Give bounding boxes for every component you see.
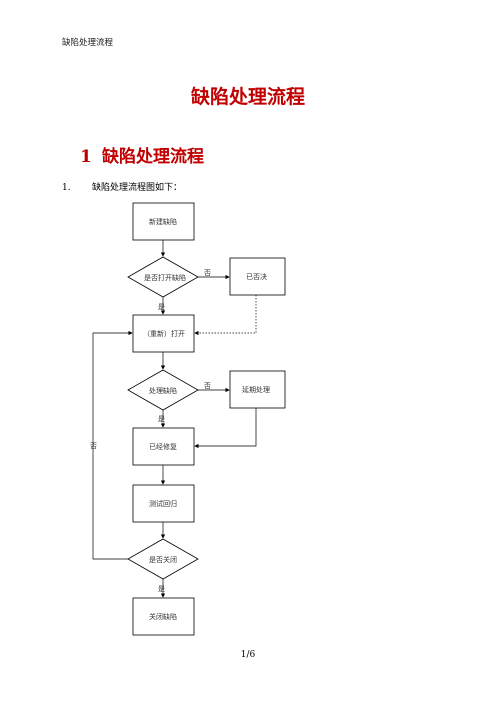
node-reopen	[132, 314, 195, 353]
node-fixed	[132, 427, 195, 466]
edge-denied-to-reopen	[194, 295, 257, 336]
document-title: 缺陷处理流程	[190, 86, 305, 108]
node-close-defect	[132, 597, 195, 636]
edge-handle-yes-label: 是	[158, 415, 165, 423]
decision-close-label: 是否关闭	[149, 555, 177, 564]
edge-postpone-to-fixed	[194, 408, 257, 449]
node-retest-label: 测试回归	[149, 499, 177, 508]
list-text: 缺陷处理流程图如下：	[92, 183, 183, 193]
node-reopen-label: （重新）打开	[143, 329, 185, 338]
edge-close-yes-label: 是	[158, 585, 165, 593]
node-new-defect	[132, 202, 195, 241]
node-postpone-label: 延期处理	[242, 385, 270, 394]
node-new-defect-label: 新建缺陷	[149, 217, 177, 226]
node-retest	[132, 484, 195, 523]
node-fixed-label: 已经修复	[149, 442, 177, 451]
node-denied-label: 已否决	[246, 272, 267, 281]
edge-open-yes-label: 是	[158, 303, 165, 311]
edge-close-to-reopen	[92, 330, 133, 560]
section-heading: 1 缺陷处理流程	[80, 142, 204, 167]
edge-close-no-label: 否	[90, 442, 97, 450]
page-number: 1/6	[240, 650, 256, 660]
edge-handle-no-label: 否	[204, 382, 211, 390]
edge-open-no-label: 否	[204, 269, 211, 277]
list-item: 1. 缺陷处理流程图如下：	[62, 180, 182, 193]
decision-handle-label: 处理缺陷	[149, 386, 177, 395]
list-marker: 1.	[62, 183, 71, 193]
node-close-defect-label: 关闭缺陷	[149, 612, 177, 621]
section-title: 缺陷处理流程	[102, 147, 204, 167]
decision-open-label: 是否打开缺陷	[144, 273, 186, 282]
section-number: 1	[80, 147, 92, 167]
page-header: 缺陷处理流程	[62, 38, 114, 48]
node-denied	[229, 257, 286, 296]
node-postpone	[229, 370, 286, 409]
